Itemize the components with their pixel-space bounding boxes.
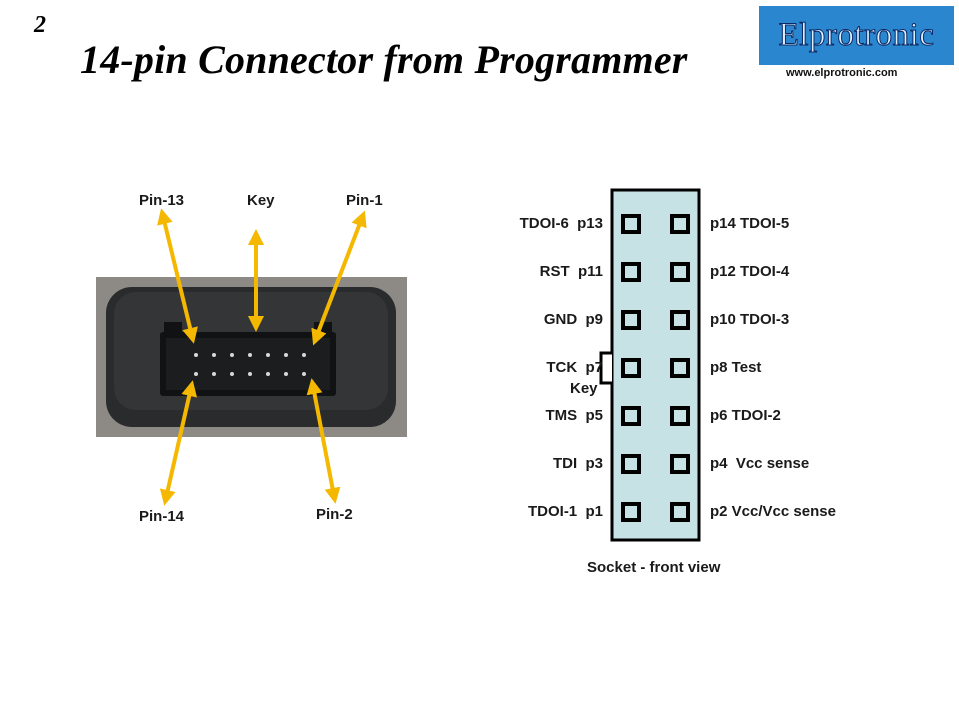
pin14-arrow bbox=[159, 380, 198, 506]
pin1-arrow bbox=[311, 210, 367, 346]
socket-key-label: Key bbox=[570, 380, 598, 397]
pin2-label: Pin-2 bbox=[316, 506, 353, 523]
socket-left-pin-label: TMS p5 bbox=[545, 407, 603, 424]
socket-right-pin-label: p8 Test bbox=[710, 359, 762, 376]
key-label: Key bbox=[247, 192, 275, 209]
socket-front-view bbox=[599, 188, 701, 542]
socket-pin bbox=[670, 454, 690, 474]
socket-right-pin-label: p4 Vcc sense bbox=[710, 455, 810, 472]
socket-pin bbox=[670, 502, 690, 522]
socket-pin bbox=[670, 406, 690, 426]
socket-pin bbox=[621, 406, 641, 426]
socket-pin bbox=[670, 262, 690, 282]
socket-left-pin-label: TCK p7 bbox=[546, 359, 603, 376]
socket-pin bbox=[670, 310, 690, 330]
socket-right-pin-label: p6 TDOI-2 bbox=[710, 407, 781, 424]
connector-photo bbox=[96, 277, 407, 437]
socket-pin bbox=[621, 502, 641, 522]
pin14-label: Pin-14 bbox=[139, 508, 185, 525]
socket-pin bbox=[621, 310, 641, 330]
website-url: www.elprotronic.com bbox=[786, 67, 898, 79]
socket-right-pin-label: p2 Vcc/Vcc sense bbox=[710, 503, 836, 520]
pin13-arrow bbox=[157, 208, 198, 344]
pin2-arrow bbox=[306, 378, 341, 504]
page-title: 14-pin Connector from Programmer bbox=[80, 37, 688, 82]
socket-left-pin-label: GND p9 bbox=[543, 311, 603, 328]
socket-right-pin-label: p14 TDOI-5 bbox=[710, 215, 790, 232]
socket-caption: Socket - front view bbox=[587, 559, 721, 576]
elprotronic-logo: Elprotronic bbox=[759, 6, 954, 65]
logo-text: Elprotronic bbox=[778, 17, 935, 54]
socket-left-pin-label: TDOI-6 p13 bbox=[519, 215, 603, 232]
pin13-label: Pin-13 bbox=[139, 192, 185, 209]
socket-pin bbox=[621, 454, 641, 474]
socket-pin bbox=[621, 262, 641, 282]
socket-pin bbox=[670, 214, 690, 234]
socket-left-pin-label: TDI p3 bbox=[552, 455, 603, 472]
socket-pin bbox=[621, 358, 641, 378]
socket-pin bbox=[670, 358, 690, 378]
socket-pin bbox=[621, 214, 641, 234]
socket-right-pin-label: p10 TDOI-3 bbox=[710, 311, 790, 328]
socket-left-pin-label: TDOI-1 p1 bbox=[527, 503, 603, 520]
page-number: 2 bbox=[34, 12, 46, 38]
socket-left-pin-label: RST p11 bbox=[539, 263, 603, 280]
socket-right-pin-label: p12 TDOI-4 bbox=[710, 263, 790, 280]
pin1-label: Pin-1 bbox=[346, 192, 383, 209]
